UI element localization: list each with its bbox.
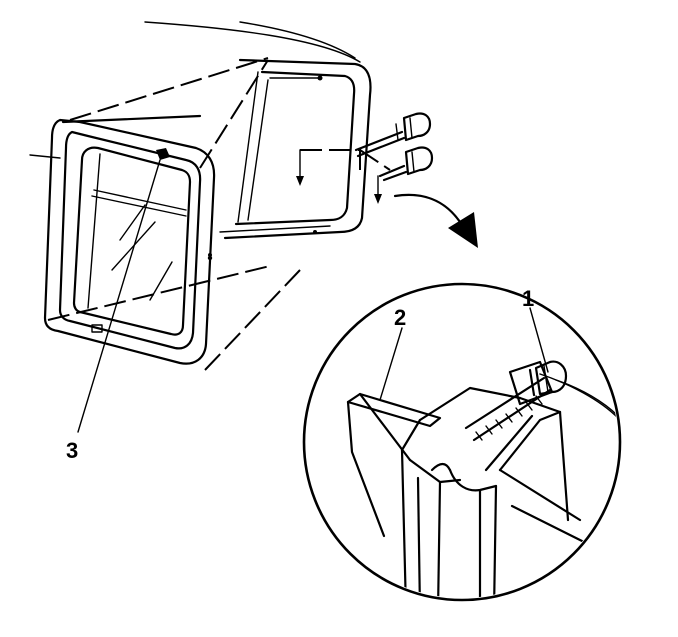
- callout-3: 3: [66, 438, 78, 463]
- callout-1: 1: [522, 286, 534, 311]
- rear-window-frame: [208, 58, 372, 257]
- detail-arrow: [393, 193, 478, 248]
- bolt-upper: [354, 112, 432, 158]
- callout-2: 2: [394, 305, 406, 330]
- detail-view-circle: [302, 282, 622, 602]
- guide-lines: [296, 149, 391, 204]
- bolt-lower: [378, 146, 434, 182]
- leader-lines: [77, 159, 549, 433]
- front-window-frame: [43, 118, 216, 365]
